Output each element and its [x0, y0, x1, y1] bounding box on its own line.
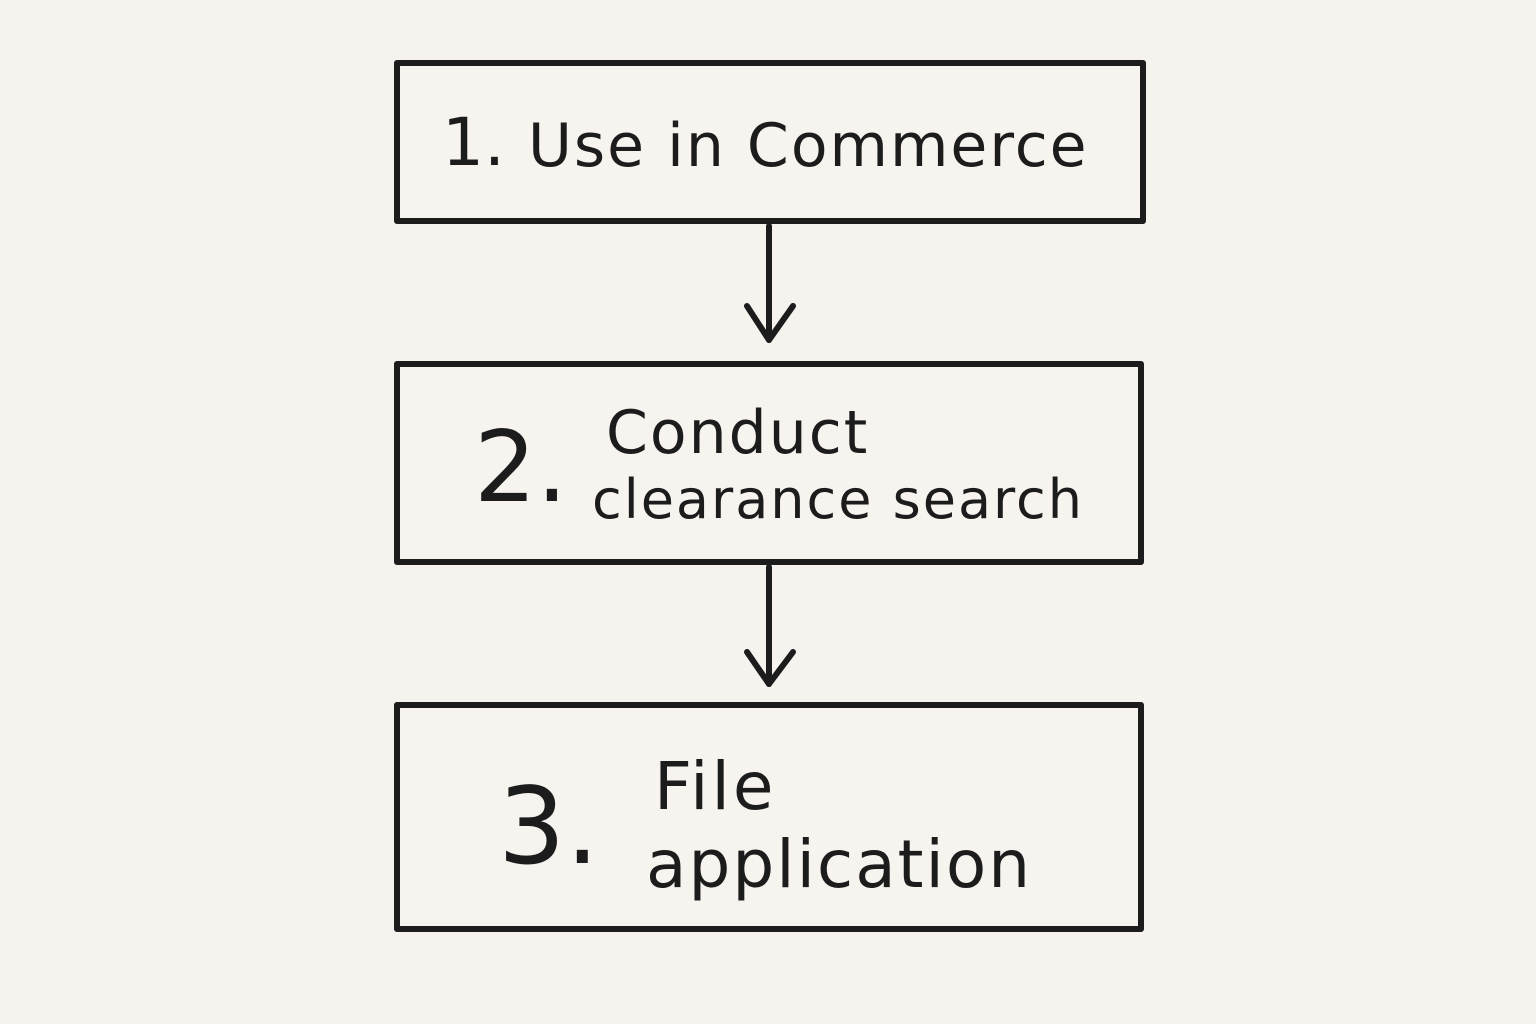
arrow-step-2-to-3 [744, 564, 796, 687]
step-3-number: 3. [498, 765, 600, 888]
step-1-number: 1. [442, 104, 505, 181]
step-3-label-line-2: application [646, 826, 1033, 903]
step-2-box: 2. Conduct clearance search [394, 361, 1144, 565]
arrow-step-1-to-2 [744, 223, 796, 343]
step-2-label-line-2: clearance search [592, 468, 1084, 531]
arrow-2-head [744, 649, 796, 687]
step-2-label-line-1: Conduct [606, 398, 870, 468]
step-1-label: Use in Commerce [528, 111, 1089, 181]
step-3-box: 3. File application [394, 702, 1144, 932]
arrow-1-head [744, 303, 796, 343]
step-1-box: 1. Use in Commerce [394, 60, 1146, 224]
step-3-label-line-1: File [654, 748, 777, 825]
step-2-number: 2. [474, 411, 568, 525]
